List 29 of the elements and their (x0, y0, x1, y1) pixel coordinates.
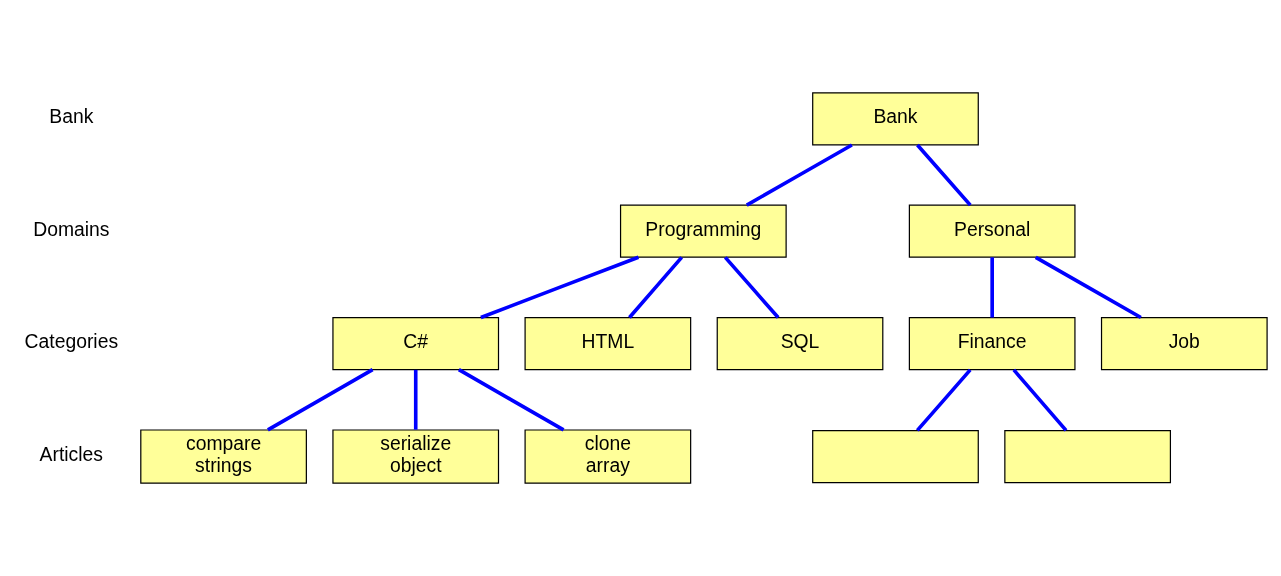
connector (267, 368, 374, 432)
node-box: C# (332, 317, 500, 371)
connector (1012, 368, 1068, 432)
node-box: HTML (524, 317, 692, 371)
node-box: Job (1100, 317, 1268, 371)
node-box: serialize object (332, 429, 500, 484)
connector (457, 368, 565, 432)
connector (916, 143, 972, 207)
connector (1034, 255, 1142, 320)
node-box: Personal (908, 204, 1076, 258)
label: Domains (33, 218, 110, 240)
label: Articles (39, 444, 103, 466)
node-box (812, 430, 979, 484)
node-box: compare strings (140, 429, 307, 484)
node-box (1004, 430, 1171, 484)
connector (915, 368, 972, 432)
node-box: Programming (619, 204, 787, 258)
node-box: Finance (908, 317, 1076, 371)
connector (723, 256, 780, 319)
node-box: Bank (812, 92, 979, 146)
connector (990, 257, 994, 318)
connector (628, 256, 684, 319)
connector (480, 255, 640, 320)
node-box: SQL (716, 317, 884, 371)
node-box: clone array (524, 429, 692, 484)
connector (413, 369, 418, 430)
label: Bank (49, 106, 94, 128)
connector (745, 143, 853, 207)
label: Categories (24, 331, 119, 353)
